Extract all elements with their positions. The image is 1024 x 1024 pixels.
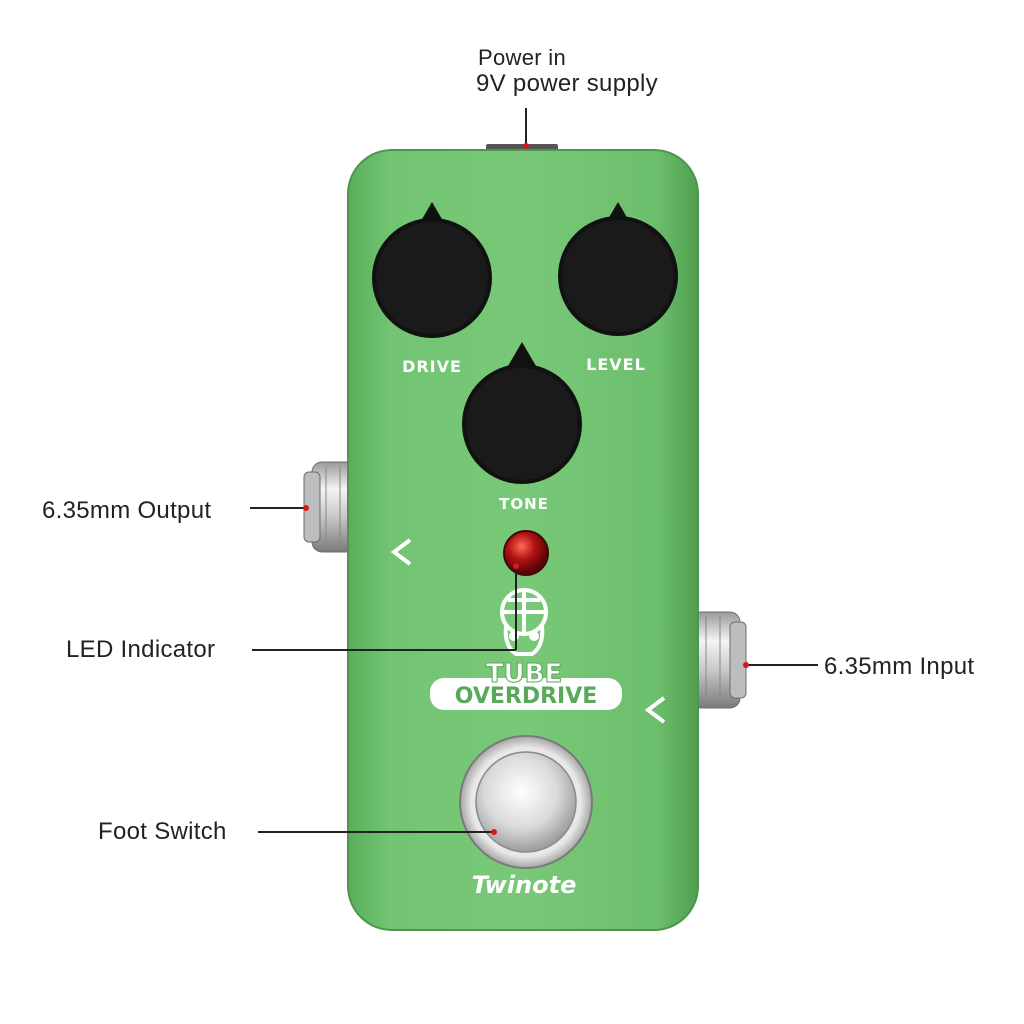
output-arrow-icon [390, 538, 412, 566]
foot-switch [459, 735, 593, 869]
output-callout: 6.35mm Output [42, 497, 212, 524]
tone-label: TONE [499, 495, 549, 513]
logo-overdrive-text: OVERDRIVE [455, 684, 598, 709]
brand-logo: Twinote [472, 871, 577, 899]
drive-label: DRIVE [402, 357, 462, 376]
leader-dots [303, 143, 749, 835]
power-callout-line1: Power in [478, 45, 566, 70]
logo-tube-text: TUBE [486, 659, 562, 689]
drive-knob [372, 202, 492, 338]
footswitch-callout: Foot Switch [98, 818, 227, 845]
input-jack [689, 611, 747, 709]
input-callout: 6.35mm Input [824, 653, 975, 680]
level-label: LEVEL [586, 355, 646, 374]
led-indicator [503, 530, 549, 576]
tone-knob [462, 342, 582, 484]
output-jack [303, 461, 359, 553]
power-callout-line2: 9V power supply [476, 70, 658, 97]
level-knob [558, 202, 678, 336]
logo-banner [430, 678, 622, 710]
leader-lines [250, 108, 818, 833]
led-callout: LED Indicator [66, 636, 216, 663]
input-arrow-icon [644, 696, 666, 724]
